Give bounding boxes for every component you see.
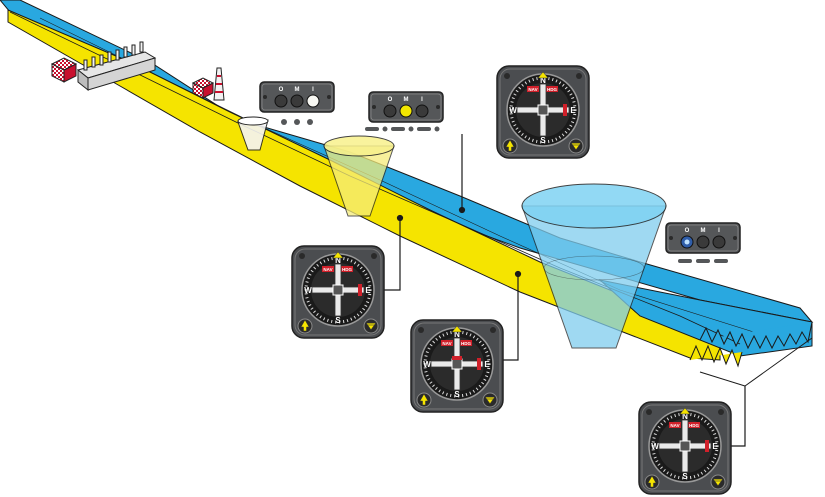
- outer-morse-dashes: [678, 259, 728, 263]
- inner-marker-panel: [259, 81, 335, 125]
- hsi-instrument-bottom: [637, 400, 733, 496]
- leader-lines: [378, 134, 746, 447]
- localizer-antenna-array: [76, 41, 157, 92]
- hsi-instrument-top: [495, 64, 591, 160]
- localizer-beam-upper: [0, 0, 814, 323]
- hsi-instrument-left: [290, 244, 386, 340]
- outer-marker-panel: [665, 222, 741, 263]
- inner-morse-dots: [281, 119, 313, 125]
- middle-marker-lamp: [399, 104, 413, 118]
- middle-marker-cone: [323, 135, 395, 217]
- inner-marker-cone: [237, 116, 269, 151]
- glideslope-shelter: [191, 77, 215, 99]
- glideslope-antenna-tower: [213, 67, 225, 101]
- hsi-instrument-middle: [409, 318, 505, 414]
- middle-morse-code: [365, 126, 440, 132]
- outer-marker-cone: [521, 183, 667, 349]
- localizer-shelter: [50, 57, 78, 83]
- inner-marker-lamp: [306, 94, 320, 108]
- middle-marker-panel: [365, 91, 444, 132]
